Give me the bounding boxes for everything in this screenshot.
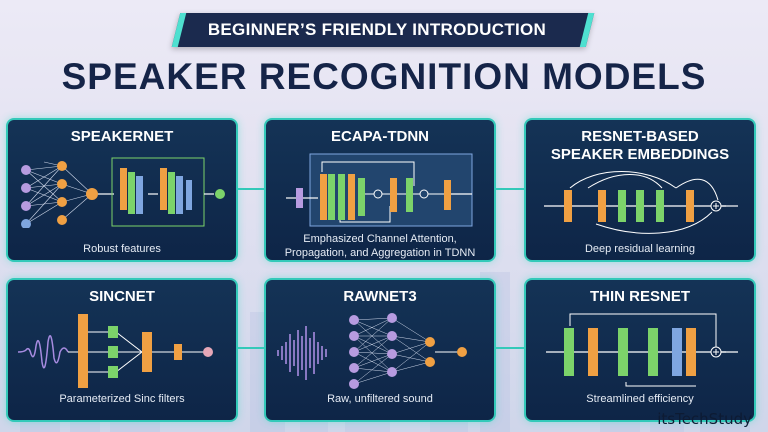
card-ecapa-tdnn: ECAPA-TDNN Emphasized Channel Attention,… xyxy=(264,118,496,262)
watermark: itsTechStudy xyxy=(657,410,752,428)
card-rawnet3: RAWNET3 Raw, unfiltered sound xyxy=(264,278,496,422)
sincnet-diagram xyxy=(17,314,213,388)
card-thin-resnet: THIN RESNET Streamlined efficiency xyxy=(524,278,756,422)
connector-top-left xyxy=(234,188,264,190)
card-caption-line1: Emphasized Channel Attention, xyxy=(303,233,457,245)
card-speakernet: SPEAKERNET Robust features xyxy=(6,118,238,262)
card-caption: Parameterized Sinc filters xyxy=(59,393,185,405)
rawnet3-diagram xyxy=(277,313,467,389)
card-caption-line2: Propagation, and Aggregation in TDNN xyxy=(284,247,476,259)
page-title: SPEAKER RECOGNITION MODELS xyxy=(61,56,707,97)
connector-top-right xyxy=(494,188,524,190)
card-title-line1: RESNET-BASED xyxy=(581,128,699,145)
card-caption: Deep residual learning xyxy=(584,243,696,255)
card-title: RAWNET3 xyxy=(343,288,417,305)
card-title: SINCNET xyxy=(89,288,155,305)
thin-resnet-diagram xyxy=(546,313,738,387)
card-title: ECAPA-TDNN xyxy=(330,128,430,145)
card-caption: Raw, unfiltered sound xyxy=(327,393,433,405)
card-title: THIN RESNET xyxy=(589,288,690,305)
subtitle-banner: BEGINNER’S FRIENDLY INTRODUCTION xyxy=(207,20,547,39)
card-caption: Streamlined efficiency xyxy=(586,393,694,405)
card-title: SPEAKERNET xyxy=(70,128,174,145)
card-resnet-based: RESNET-BASED SPEAKER EMBEDDINGS Deep res… xyxy=(524,118,756,262)
card-title-line2: SPEAKER EMBEDDINGS xyxy=(550,146,730,163)
ecapa-tdnn-diagram xyxy=(286,153,473,227)
connector-bottom-left xyxy=(234,347,264,349)
speakernet-diagram xyxy=(21,157,225,228)
card-sincnet: SINCNET Parameterized Sinc filters xyxy=(6,278,238,422)
resnet-diagram xyxy=(544,171,738,234)
card-caption: Robust features xyxy=(83,243,161,255)
connector-bottom-right xyxy=(494,347,524,349)
